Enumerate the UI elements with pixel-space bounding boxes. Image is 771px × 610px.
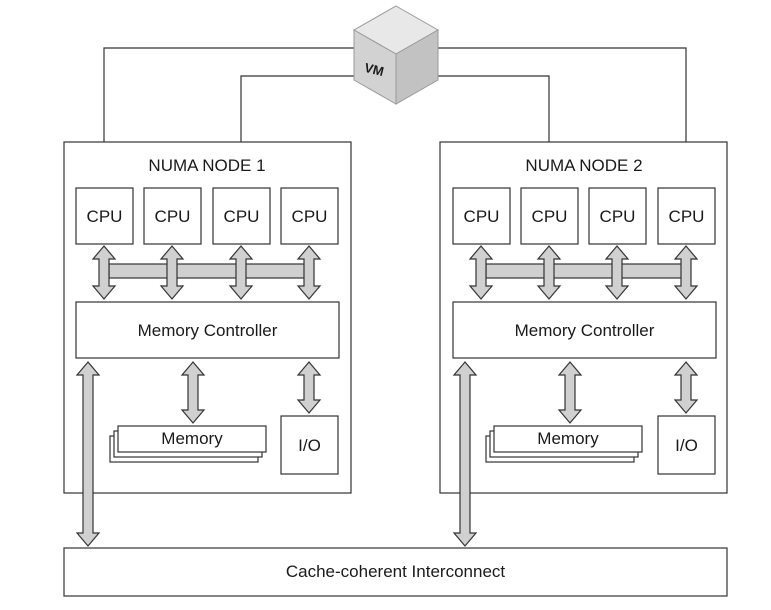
node1-cpu-3-label: CPU (224, 207, 260, 226)
node2-cpu-3-arrow (604, 245, 630, 300)
vm-label: VM (363, 60, 386, 79)
node2-cpu-2-arrow (536, 245, 562, 300)
numa-node-2-title: NUMA NODE 2 (525, 156, 642, 175)
node1-cpu-4-box (280, 187, 339, 245)
node1-cpu-4-arrow (296, 245, 322, 300)
node2-cpu-4-label: CPU (669, 207, 705, 226)
node1-cpu-1-box (75, 187, 134, 245)
numa-node-2: NUMA NODE 2 CPU CPU CPU CPU Memory Contr… (439, 141, 728, 547)
numa-node-1: NUMA NODE 1 CPU CPU CPU CPU Memory Contr… (63, 141, 352, 547)
node2-cpu-1-arrow (468, 245, 494, 300)
node1-memory-label: Memory (161, 429, 223, 448)
node1-memory-stack-1 (117, 425, 267, 453)
vm-cube: VM (352, 5, 440, 105)
node1-memory-arrow (180, 361, 206, 424)
node2-memory-controller-label: Memory Controller (515, 321, 655, 340)
vm-cube-right (395, 29, 439, 105)
node2-cpu-1-box (452, 187, 511, 245)
interconnect-label: Cache-coherent Interconnect (286, 562, 506, 581)
node1-cpu-1-arrow (91, 245, 117, 300)
node2-interconnect-arrow (452, 361, 478, 547)
interconnect-box (63, 547, 728, 597)
node1-cpu-bus (108, 263, 306, 279)
node1-cpu-2-label: CPU (155, 207, 191, 226)
numa-node-1-title: NUMA NODE 1 (148, 156, 265, 175)
node1-io-arrow (296, 361, 322, 414)
node1-memory-controller-box (75, 301, 340, 359)
node1-io-box (280, 415, 339, 475)
node2-cpu-3-label: CPU (600, 207, 636, 226)
vm-wire-node2-outer (438, 47, 687, 188)
node2-memory-controller-box (452, 301, 717, 359)
node2-io-box (657, 415, 716, 475)
node2-memory-arrow (557, 361, 583, 424)
node2-io-label: I/O (675, 436, 698, 455)
node2-cpu-4-box (657, 187, 716, 245)
node2-cpu-2-box (520, 187, 579, 245)
node2-cpu-3-box (588, 187, 647, 245)
node1-cpu-2-arrow (159, 245, 185, 300)
node1-cpu-3-arrow (228, 245, 254, 300)
node1-cpu-1-label: CPU (87, 207, 123, 226)
vm-wire-node1-outer (103, 47, 354, 188)
node2-io-arrow (673, 361, 699, 414)
node2-memory-label: Memory (537, 429, 599, 448)
node2-cpu-2-label: CPU (532, 207, 568, 226)
node1-memory-controller-label: Memory Controller (138, 321, 278, 340)
node1-cpu-4-label: CPU (292, 207, 328, 226)
node1-io-label: I/O (298, 436, 321, 455)
node1-cpu-3-box (212, 187, 271, 245)
vm-connection-wires (103, 47, 687, 188)
node1-interconnect-arrow (75, 361, 101, 547)
node2-memory-stack-1 (493, 425, 643, 453)
interconnect: Cache-coherent Interconnect (63, 547, 728, 597)
node2-cpu-bus (485, 263, 683, 279)
node2-cpu-4-arrow (673, 245, 699, 300)
node2-cpu-1-label: CPU (464, 207, 500, 226)
node1-cpu-2-box (143, 187, 202, 245)
